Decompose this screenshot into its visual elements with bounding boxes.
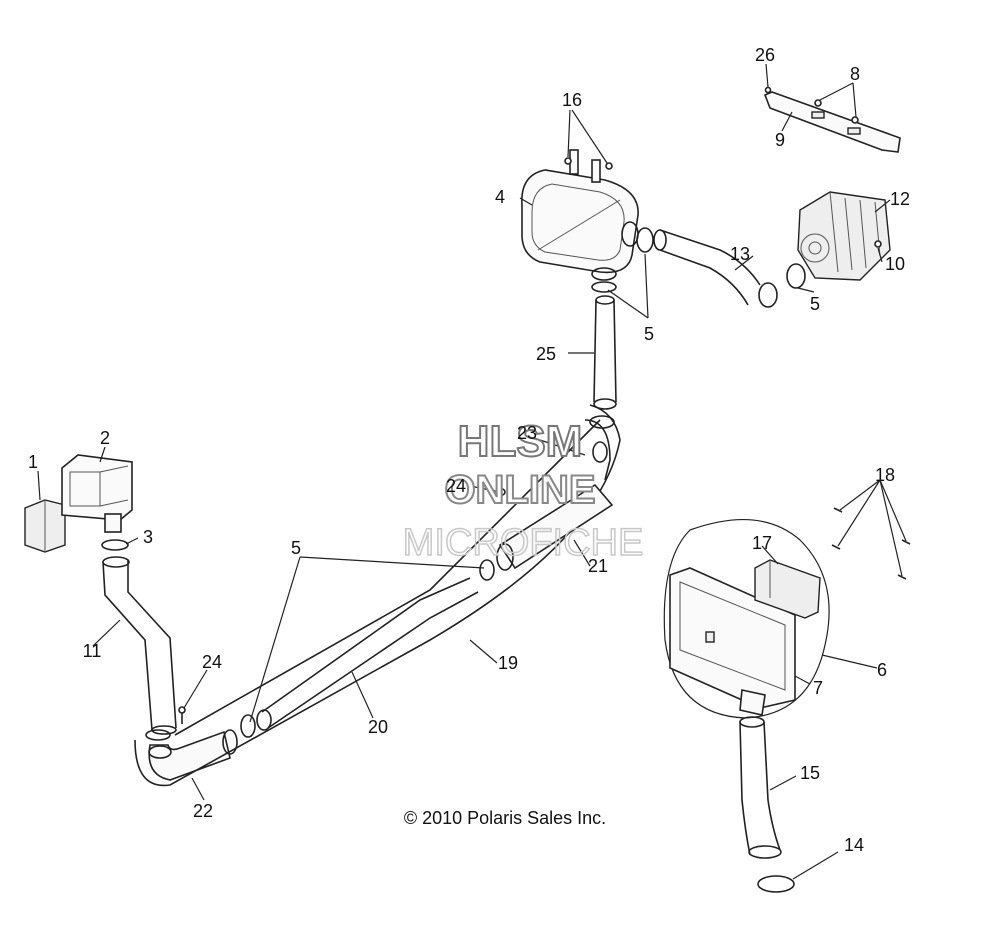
callout-1: 1	[28, 452, 38, 472]
callout-16: 16	[562, 90, 582, 110]
callout-21: 21	[588, 556, 608, 576]
part-1-foam-block	[24, 499, 66, 553]
part-3-clamp	[101, 539, 129, 551]
callout-11: 11	[83, 641, 102, 661]
callout-17: 17	[752, 533, 772, 553]
part-4-airbox	[521, 149, 639, 281]
part-24-fastener-lower	[178, 706, 186, 724]
part-5-clamp-lower-b	[479, 559, 495, 581]
part-5-clamp-airbox-side	[636, 227, 654, 253]
part-5-clamp-lower-a	[240, 714, 256, 738]
part-13-hose	[653, 229, 778, 308]
callout-15: 15	[800, 763, 820, 783]
callout-4: 4	[495, 187, 505, 207]
part-18-fasteners	[831, 507, 911, 580]
callout-12: 12	[890, 189, 910, 209]
part-15-tube	[739, 716, 782, 859]
part-2-intake-box	[61, 454, 133, 533]
callout-10: 10	[885, 254, 905, 274]
part-17-foam	[754, 559, 821, 619]
callout-24-lower: 24	[202, 652, 222, 672]
callout-9: 9	[775, 130, 785, 150]
part-14-clamp	[757, 875, 795, 893]
callout-3: 3	[143, 527, 153, 547]
watermark-line-3: MICROFICHE	[403, 522, 644, 564]
part-11-hose	[102, 556, 177, 735]
part-16-fasteners	[564, 157, 613, 170]
callout-5-airbox: 5	[644, 324, 654, 344]
callout-5-engine: 5	[810, 294, 820, 314]
part-22-elbow	[148, 729, 238, 781]
callout-6: 6	[877, 660, 887, 680]
callout-8: 8	[850, 64, 860, 84]
part-24-fastener-upper	[498, 488, 506, 496]
callout-20: 20	[368, 717, 388, 737]
callout-26: 26	[755, 45, 775, 65]
callout-2: 2	[100, 428, 110, 448]
callout-25: 25	[536, 344, 556, 364]
callout-22: 22	[193, 801, 213, 821]
callout-24-upper: 24	[446, 476, 466, 496]
copyright-notice: © 2010 Polaris Sales Inc.	[404, 808, 606, 828]
part-25-tube	[593, 295, 617, 410]
clamp-upper-duct	[589, 415, 615, 429]
callout-19: 19	[498, 653, 518, 673]
part-6-assembly-outline	[663, 518, 830, 719]
callout-5-lower: 5	[291, 538, 301, 558]
watermark-line-1: HLSM	[458, 417, 583, 466]
watermark: HLSM ONLINE MICROFICHE	[402, 416, 644, 565]
part-5-clamp-engine	[786, 263, 806, 289]
part-5-clamp-airbox-bottom	[591, 281, 617, 293]
callout-labels: 1 2 3 4 5 5 5 6 7 8 9 10 11 12 13 14 15 …	[28, 45, 910, 855]
part-9-bracket	[763, 91, 901, 153]
callout-18: 18	[875, 465, 895, 485]
part-19-duct-guard	[134, 404, 621, 787]
clamp-lower-left	[145, 729, 171, 741]
callout-14: 14	[844, 835, 864, 855]
callout-23: 23	[517, 423, 537, 443]
callout-7: 7	[813, 678, 823, 698]
part-26-fastener	[764, 86, 772, 94]
part-20-duct	[256, 577, 479, 731]
leader-lines	[37, 63, 907, 880]
part-8-fasteners	[814, 99, 859, 124]
part-12-engine	[797, 191, 891, 281]
part-10-fastener	[874, 240, 882, 248]
watermark-line-2: ONLINE	[444, 468, 595, 512]
callout-13: 13	[730, 244, 750, 264]
